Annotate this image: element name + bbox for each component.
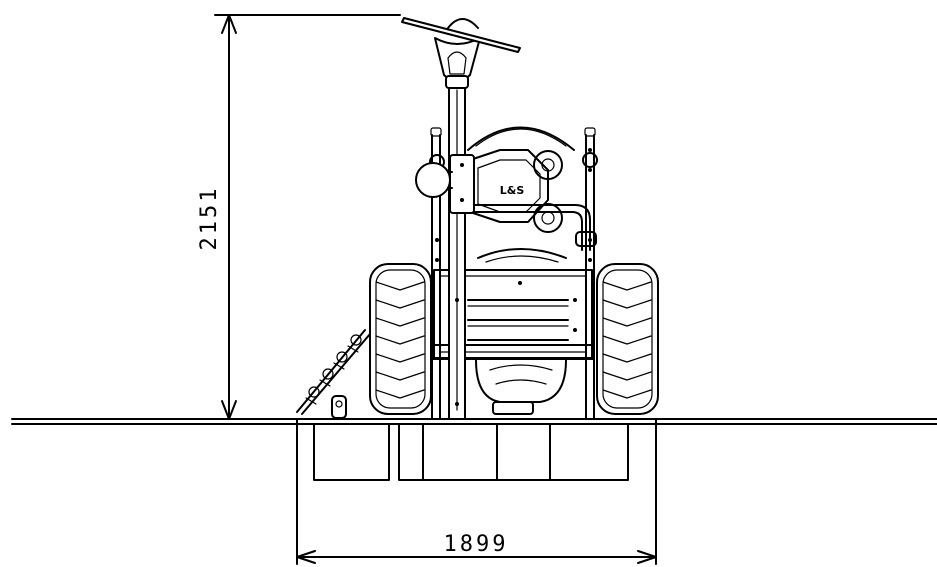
- width-dimension-label: 1899: [444, 532, 509, 557]
- logo-text: L&S: [500, 184, 525, 197]
- engine-housing: [467, 126, 575, 263]
- top-beacon: [401, 17, 521, 89]
- width-dimension: 1899: [296, 419, 657, 565]
- left-wheel: [369, 263, 432, 415]
- side-lamp: [415, 162, 453, 198]
- logo-plate: L&S: [469, 149, 563, 233]
- handlebar-tube: [429, 152, 598, 251]
- control-box: [431, 269, 595, 360]
- central-mast: [448, 85, 475, 420]
- lower-engine: [475, 359, 567, 415]
- right-wheel: [596, 263, 659, 415]
- side-chain-attachment: [296, 329, 371, 419]
- ground-blocks: [313, 423, 629, 481]
- height-dimension: 2151: [197, 14, 401, 420]
- height-dimension-label: 2151: [197, 186, 222, 251]
